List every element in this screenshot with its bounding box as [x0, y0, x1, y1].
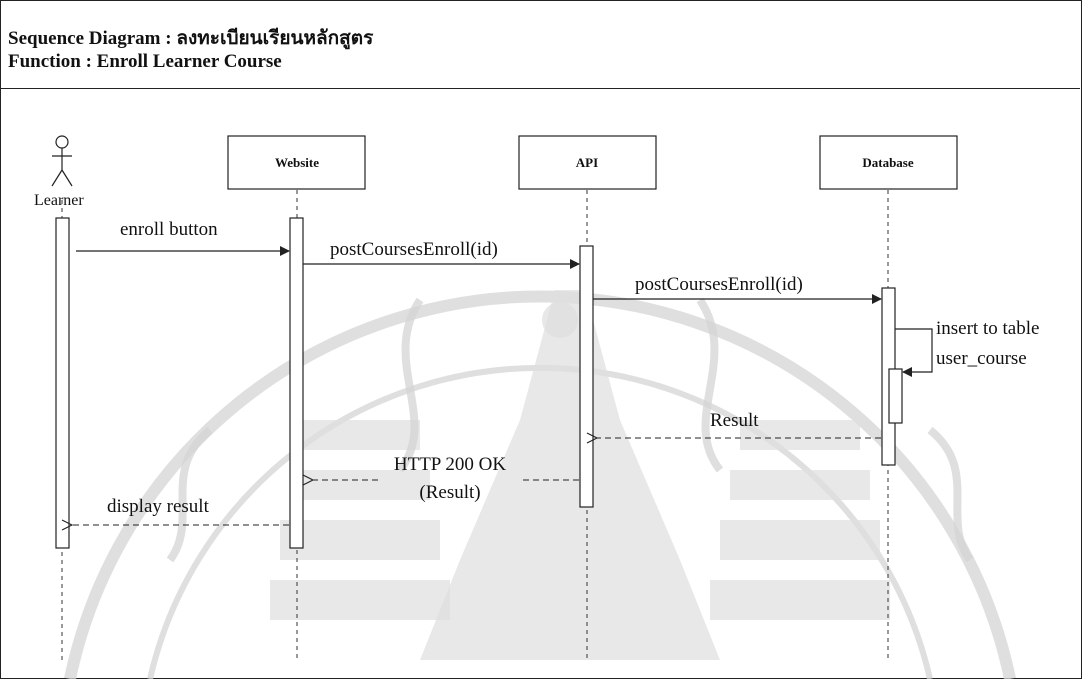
api-activation [579, 245, 594, 508]
website-label: Website [275, 155, 319, 170]
api-box [518, 135, 657, 190]
http-ok-label-line1: HTTP 200 OK [394, 454, 507, 475]
diagram-function: Function : Enroll Learner Course [8, 51, 282, 72]
learner-activation [55, 217, 70, 549]
diagram-title: Sequence Diagram : ลงทะเบียนเรียนหลักสูต… [8, 28, 374, 49]
self-call-label-line1: insert to table [936, 318, 1039, 339]
database-nested-activation [888, 368, 903, 424]
self-call-arrow [895, 328, 933, 377]
website-box [227, 135, 366, 190]
display-result-label: display result [107, 496, 210, 517]
post-to-api-label: postCoursesEnroll(id) [330, 239, 498, 260]
database-box [819, 135, 958, 190]
website-activation [289, 217, 304, 549]
api-label: API [576, 155, 598, 170]
enroll-button-label: enroll button [120, 219, 218, 240]
database-label: Database [862, 155, 914, 170]
post-to-db-label: postCoursesEnroll(id) [635, 274, 803, 295]
http-ok-label-line2: (Result) [419, 482, 480, 503]
watermark-seal [64, 290, 1016, 679]
result-label: Result [710, 410, 759, 431]
diagram-header: Sequence Diagram : ลงทะเบียนเรียนหลักสูต… [0, 0, 1080, 89]
learner-label: Learner [34, 192, 84, 209]
learner-actor-icon [51, 135, 73, 187]
self-call-label-line2: user_course [936, 348, 1027, 369]
